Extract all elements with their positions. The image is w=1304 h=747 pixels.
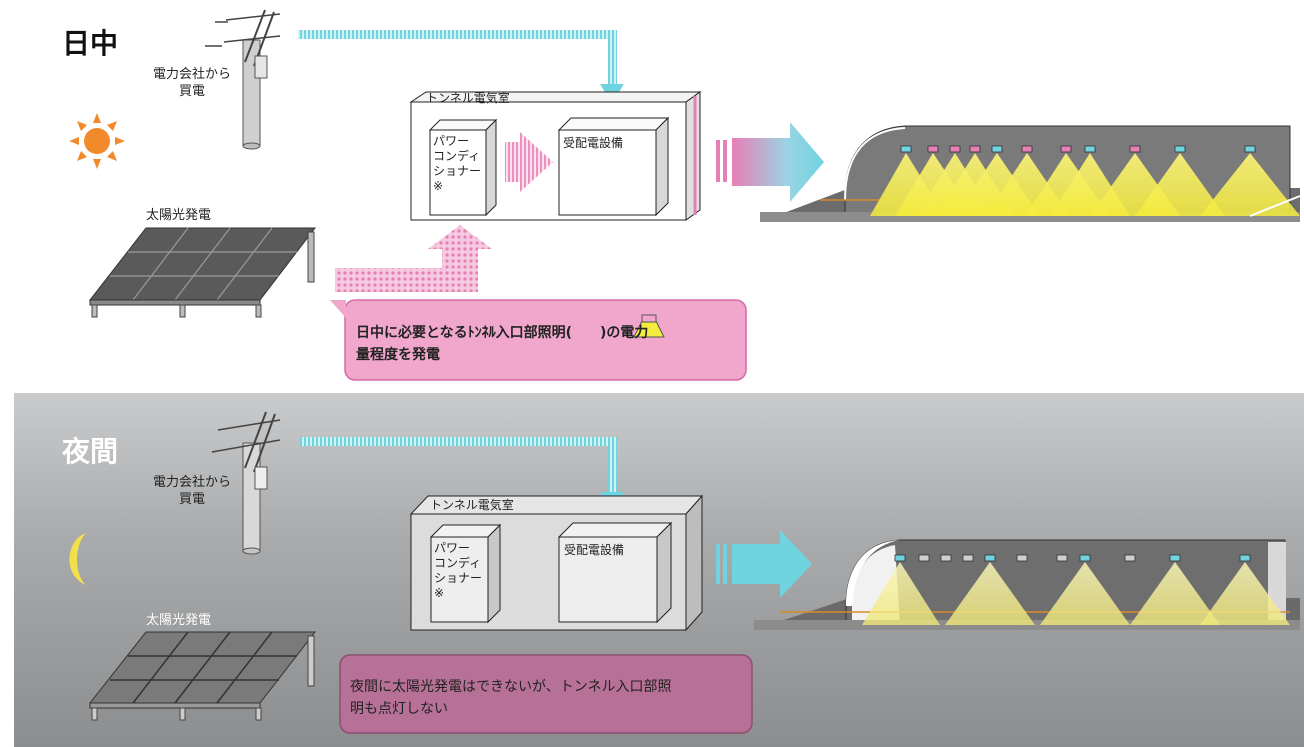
day-title: 日中 (62, 27, 119, 60)
lamp-icon (633, 314, 665, 338)
day-note-text: 日中に必要となるﾄﾝﾈﾙ入口部照明( )の電力 量程度を発電 (356, 325, 649, 363)
night-note-text: 夜間に太陽光発電はできないが、トンネル入口部照 明も点灯しない (350, 679, 672, 717)
utility-label-day: 電力会社から 買電 (152, 67, 231, 99)
solar-panel-icon-night (88, 631, 317, 721)
utility-label-night: 電力会社から 買電 (152, 475, 231, 507)
sun-icon (69, 113, 125, 169)
solar-panel-icon-day (88, 227, 317, 318)
supply-arrow-day (716, 122, 824, 202)
solar-label-night: 太陽光発電 (146, 613, 212, 628)
tunnel-electrical-room-day (409, 91, 702, 221)
solar-power-arrow-day (335, 225, 492, 292)
utility-pole-icon-day (205, 9, 281, 150)
supply-arrow-night (716, 530, 812, 598)
tunnel-electrical-room-night (409, 494, 704, 632)
room-label-night: トンネル電気室 (430, 498, 514, 512)
night-title: 夜間 (62, 435, 119, 468)
tunnel-icon-night (754, 539, 1300, 630)
room-label-day: トンネル電気室 (426, 91, 510, 105)
night-note-box (339, 654, 753, 734)
switchgear-label-day: 受配電設備 (563, 136, 624, 150)
solar-label-day: 太陽光発電 (146, 208, 212, 223)
tunnel-icon-day (760, 125, 1301, 222)
pcs-label-day: パワー コンディ ショナー ※ (433, 134, 482, 193)
switchgear-label-night: 受配電設備 (564, 543, 625, 557)
pcs-label-night: パワー コンディ ショナー ※ (434, 541, 483, 600)
moon-icon (69, 533, 86, 585)
utility-pole-icon-night (211, 411, 281, 555)
